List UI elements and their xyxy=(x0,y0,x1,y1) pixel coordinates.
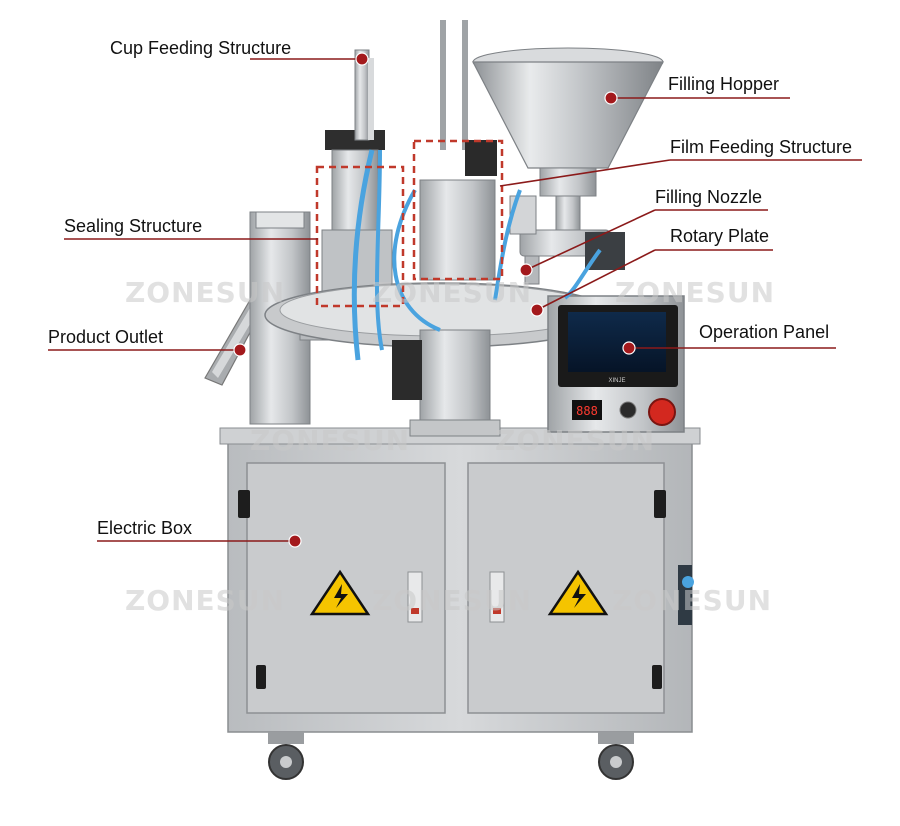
panel-brand-text: XINJE xyxy=(608,378,625,384)
dot-product-outlet xyxy=(233,343,247,357)
leader-rotary-plate xyxy=(536,249,656,311)
dot-cup-feeding xyxy=(355,52,369,66)
dot-filling-nozzle xyxy=(519,263,533,277)
dot-operation-panel xyxy=(622,341,636,355)
selector-knob-icon xyxy=(619,401,637,419)
label-operation-panel: Operation Panel xyxy=(699,322,830,342)
hinge-icon xyxy=(652,665,662,689)
watermark: ZONESUN xyxy=(372,276,532,309)
watermark: ZONESUN xyxy=(495,424,655,457)
emergency-stop-icon xyxy=(648,398,676,426)
pneumatic-tubes xyxy=(351,149,602,361)
leader-film-feeding xyxy=(499,159,671,187)
hinge-icon xyxy=(654,490,666,518)
label-filling-hopper: Filling Hopper xyxy=(668,74,780,94)
label-rotary-plate: Rotary Plate xyxy=(670,226,770,246)
watermark: ZONESUN xyxy=(125,276,285,309)
operation-panel: XINJE 888 xyxy=(547,295,685,433)
film-feeding-column xyxy=(392,20,501,437)
dot-rotary-plate xyxy=(530,303,544,317)
leader-lines xyxy=(48,52,862,548)
hinge-icon xyxy=(256,665,266,689)
caster-wheel-left xyxy=(268,732,304,780)
dot-filling-hopper xyxy=(604,91,618,105)
watermark: ZONESUN xyxy=(250,424,410,457)
dot-electric-box xyxy=(288,534,302,548)
watermark: ZONESUN xyxy=(612,584,772,617)
film-highlight-box xyxy=(412,139,504,281)
leader-filling-nozzle xyxy=(525,209,656,271)
label-sealing-structure: Sealing Structure xyxy=(64,216,203,236)
label-product-outlet: Product Outlet xyxy=(48,327,164,347)
label-electric-box: Electric Box xyxy=(97,518,193,538)
hinge-icon xyxy=(238,490,250,518)
caster-wheel-right xyxy=(598,732,634,780)
watermark: ZONESUN xyxy=(125,584,285,617)
temp-display: 888 xyxy=(576,404,598,418)
sealing-highlight-box xyxy=(315,165,405,308)
filling-hopper xyxy=(472,47,664,237)
cup-feeding-rods xyxy=(354,49,374,141)
watermark: ZONESUN xyxy=(372,584,532,617)
label-film-feeding-structure: Film Feeding Structure xyxy=(670,137,853,157)
label-cup-feeding-structure: Cup Feeding Structure xyxy=(110,38,292,58)
label-filling-nozzle: Filling Nozzle xyxy=(655,187,763,207)
watermark: ZONESUN xyxy=(615,276,775,309)
